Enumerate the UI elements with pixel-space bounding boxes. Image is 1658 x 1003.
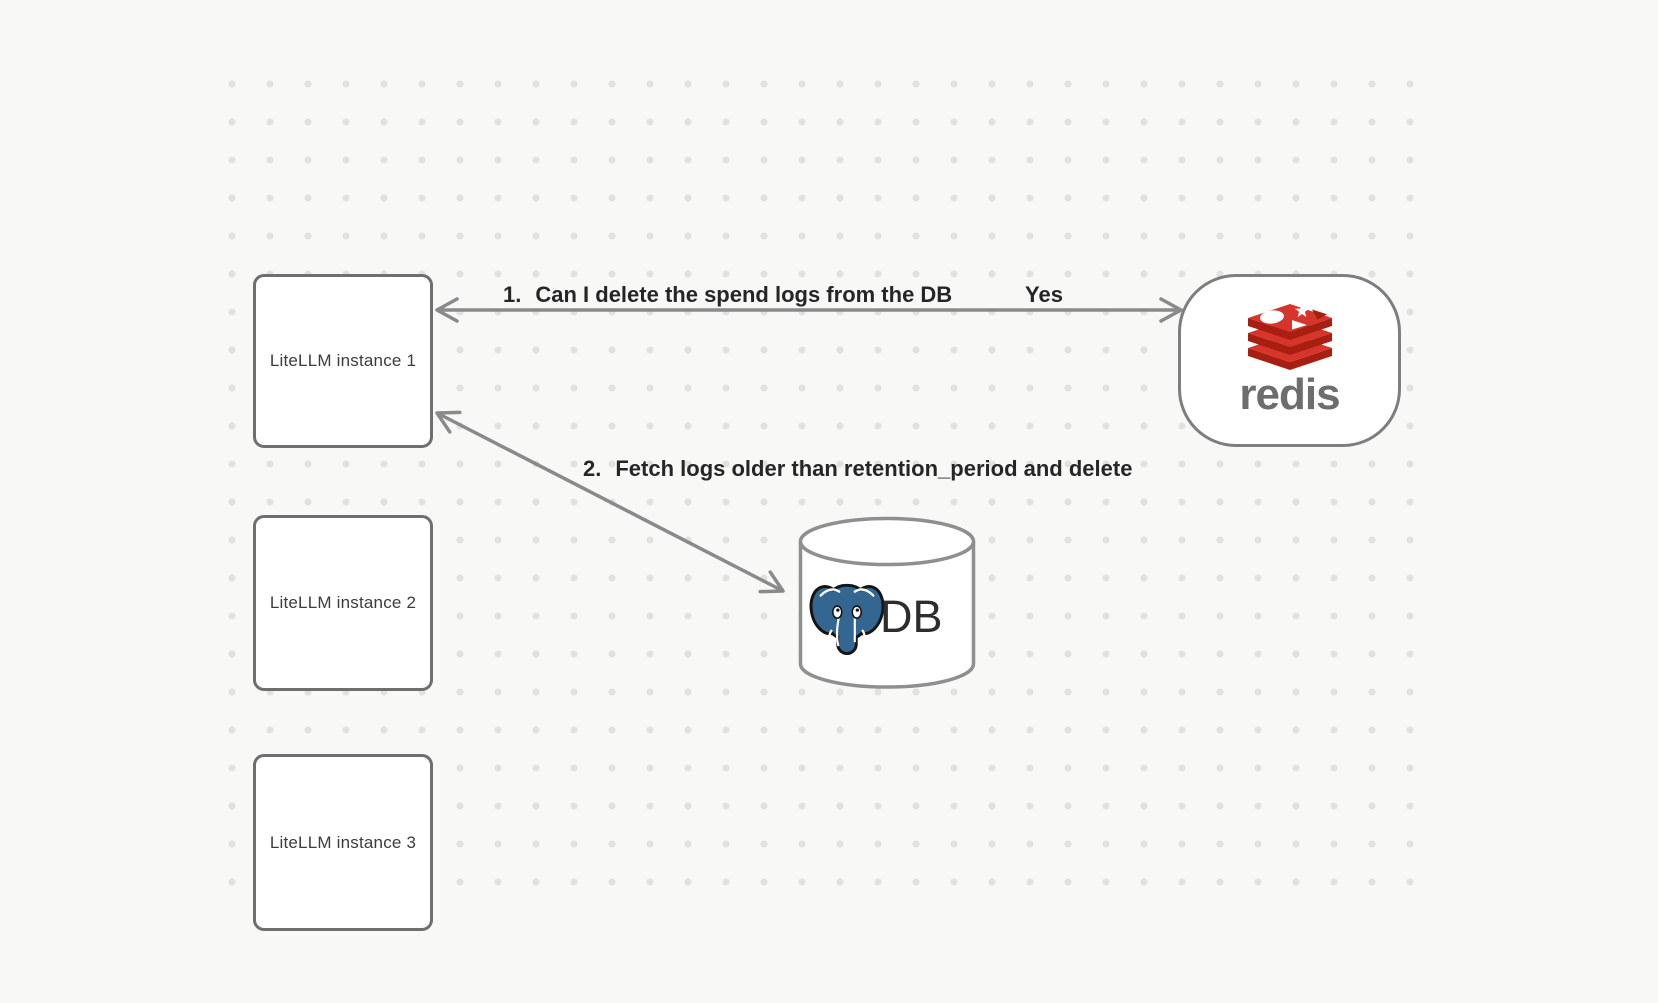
node-litellm-instance-1: LiteLLM instance 1 xyxy=(253,274,433,448)
annotation-step1-answer: Yes xyxy=(1025,282,1063,307)
annotation-step1-number: 1. xyxy=(503,282,522,307)
node-redis: redis xyxy=(1178,274,1401,447)
node-label: LiteLLM instance 1 xyxy=(269,351,417,370)
db-node-label: DB xyxy=(808,577,943,655)
redis-logo-icon xyxy=(1247,304,1332,370)
node-litellm-instance-2: LiteLLM instance 2 xyxy=(253,515,433,691)
annotation-step2: 2. Fetch logs older than retention_period… xyxy=(583,457,1132,481)
annotation-step2-text: Fetch logs older than retention_period a… xyxy=(615,456,1133,481)
annotation-step1: 1. Can I delete the spend logs from the D… xyxy=(503,283,952,307)
node-litellm-instance-3: LiteLLM instance 3 xyxy=(253,754,433,931)
node-label: LiteLLM instance 3 xyxy=(269,832,417,852)
annotation-step1-text: Can I delete the spend logs from the DB xyxy=(535,282,953,307)
db-text: DB xyxy=(880,590,943,642)
annotation-step2-number: 2. xyxy=(583,456,602,481)
postgresql-icon xyxy=(809,583,885,655)
node-label: LiteLLM instance 2 xyxy=(269,593,417,612)
redis-wordmark: redis xyxy=(1239,370,1340,419)
